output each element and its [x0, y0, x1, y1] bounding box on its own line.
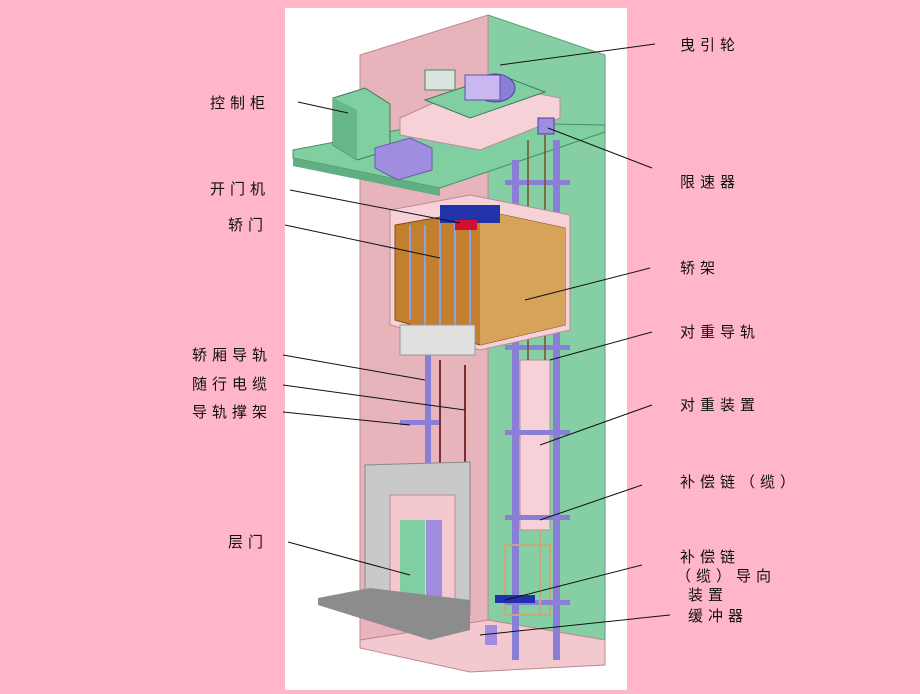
machine-room-floor-edge [293, 158, 440, 196]
label-traveling-cable: 随行电缆 [192, 375, 273, 393]
car-guide-rail [425, 350, 431, 480]
label-compensation-guide-3: 装置 [688, 586, 729, 604]
compensation-guide [495, 595, 535, 603]
counterweight-rail-right [553, 140, 560, 660]
label-car-frame: 轿架 [680, 259, 721, 277]
label-rail-bracket: 导轨撑架 [192, 403, 273, 421]
counterweight-rail-left [512, 160, 519, 660]
buffer [485, 625, 497, 645]
leader-lines [282, 43, 671, 636]
purple-box [374, 137, 433, 181]
label-car-guide-rail: 轿厢导轨 [192, 346, 273, 364]
label-door-operator: 开门机 [210, 180, 271, 198]
traction-motor [464, 74, 501, 101]
door-operator [440, 205, 500, 223]
traction-gearbox [424, 69, 456, 91]
label-car-door: 轿门 [228, 216, 269, 234]
door-operator-red [455, 220, 477, 230]
label-speed-governor: 限速器 [680, 173, 741, 191]
label-landing-door: 层门 [228, 533, 269, 551]
label-buffer: 缓冲器 [688, 607, 749, 625]
landing-door-right [426, 520, 442, 600]
car-door-panels [409, 215, 471, 340]
label-counterweight-guide-rail: 对重导轨 [680, 323, 761, 341]
label-compensation-guide-2: （缆）导向 [676, 567, 777, 585]
label-traction-machine: 曳引轮 [680, 36, 741, 54]
counterweight-frame [519, 359, 551, 531]
label-control-cabinet: 控制柜 [210, 94, 271, 112]
label-counterweight: 对重装置 [680, 396, 761, 414]
control-cabinet-side [333, 98, 357, 160]
landing-sill [318, 588, 470, 640]
label-compensation-chain: 补偿链（缆） [680, 473, 801, 491]
landing-door-left [400, 520, 425, 600]
compensation-cage [504, 544, 551, 616]
car-apron [399, 324, 476, 356]
speed-governor [537, 117, 555, 135]
car-side-panel [480, 210, 565, 345]
car-rail-bracket [400, 420, 440, 425]
label-compensation-guide-1: 补偿链 [680, 548, 741, 566]
